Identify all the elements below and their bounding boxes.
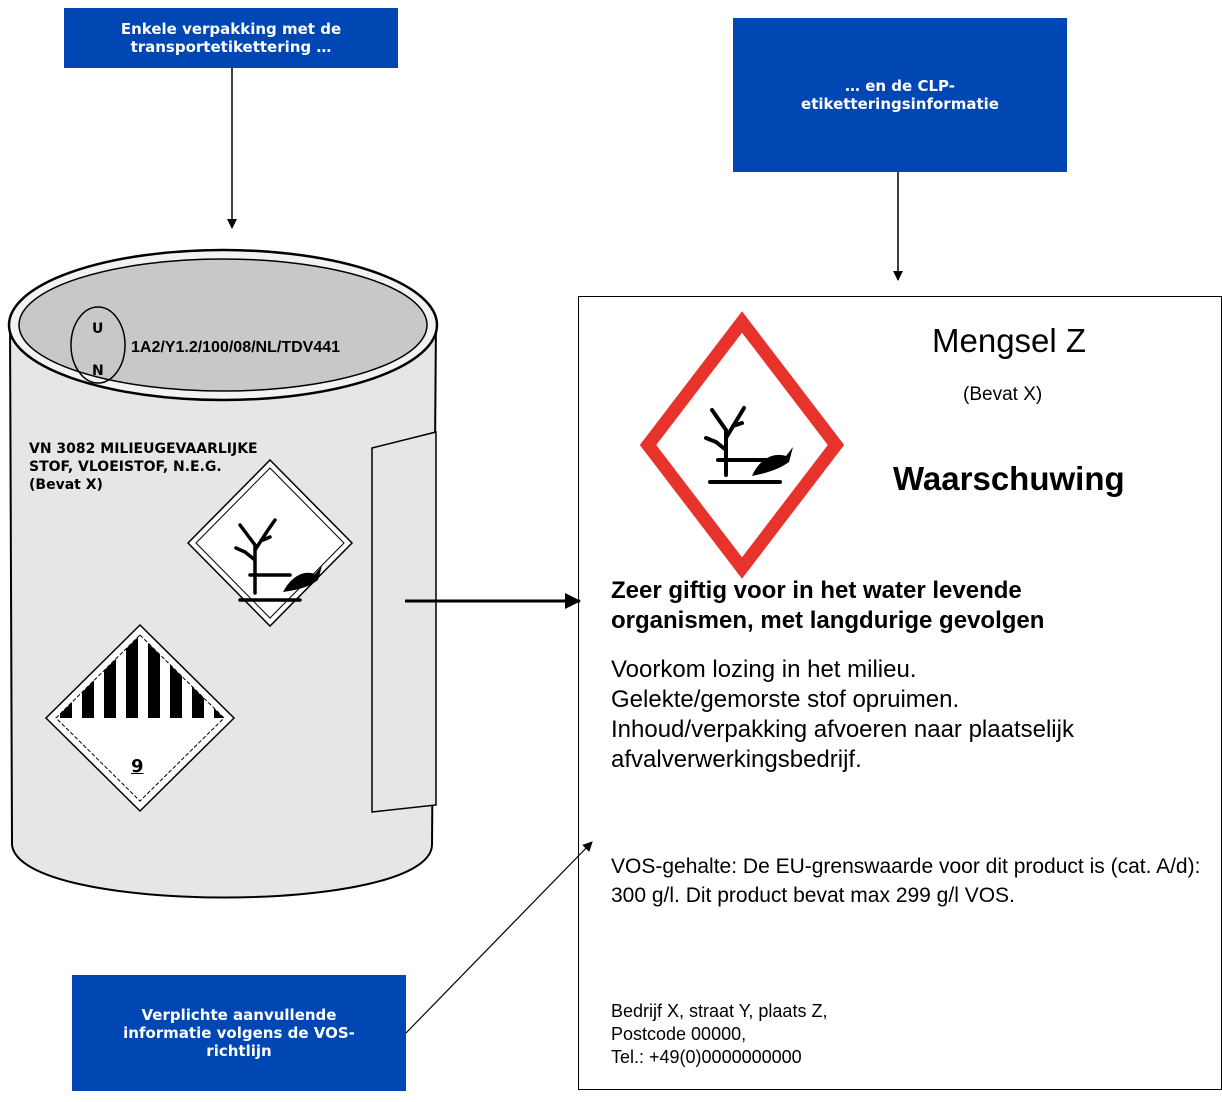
precautionary-statements: Voorkom lozing in het milieu. Gelekte/ge… <box>611 656 1074 773</box>
vos-content-info: VOS-gehalte: De EU-grenswaarde voor dit … <box>611 855 1201 907</box>
un-packaging-code: 1A2/Y1.2/100/08/NL/TDV441 <box>131 339 341 356</box>
environment-hazard-icon <box>186 458 354 628</box>
callout-clp-info: … en de CLP- etiketteringsinformatie <box>733 18 1067 172</box>
class-9-number: 9 <box>131 756 144 777</box>
contains-note: (Bevat X) <box>963 384 1043 405</box>
callout-single-packaging: Enkele verpakking met de transportetiket… <box>64 8 398 68</box>
proper-shipping-name: VN 3082 MILIEUGEVAARLIJKE STOF, VLOEISTO… <box>29 441 258 493</box>
hazard-statement: Zeer giftig voor in het water levende or… <box>611 577 1045 634</box>
callout-vos-info: Verplichte aanvullende informatie volgen… <box>72 975 406 1091</box>
arrow-vos <box>405 841 593 1034</box>
un-mark-top: U <box>92 321 104 337</box>
product-name: Mengsel Z <box>932 322 1087 359</box>
supplier-info: Bedrijf X, straat Y, plaats Z, Postcode … <box>611 1001 828 1067</box>
un-mark-bottom: N <box>92 363 104 379</box>
un-mark-oval <box>70 306 126 384</box>
ghs-environment-pictogram <box>639 311 845 579</box>
class-9-hazard-icon <box>44 623 236 813</box>
signal-word: Waarschuwing <box>893 460 1125 497</box>
